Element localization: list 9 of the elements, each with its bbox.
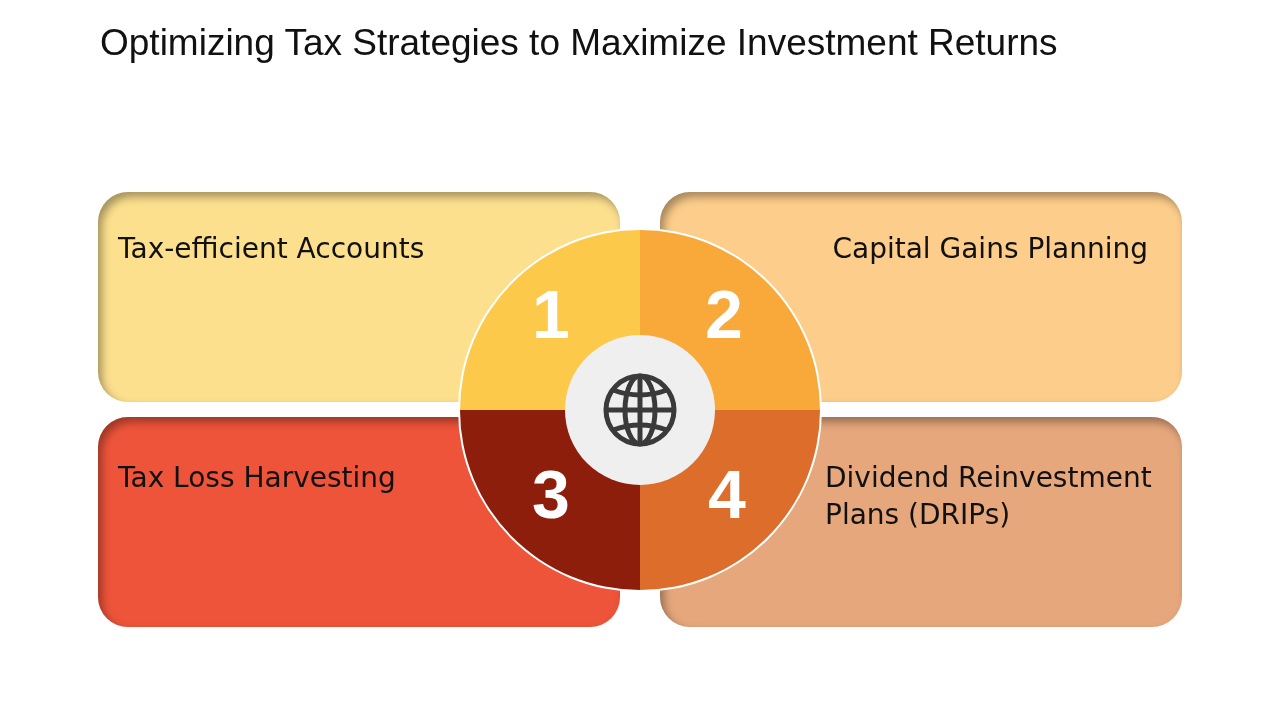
step-number: 3: [532, 455, 570, 533]
card-heading: Capital Gains Planning: [831, 231, 1148, 267]
step-number: 2: [705, 275, 743, 353]
card-heading: Tax-efficient Accounts: [118, 231, 426, 267]
card-heading: Dividend Reinvestment Plans (DRIPs): [825, 460, 1153, 533]
title: Optimizing Tax Strategies to Maximize Investment Returns: [100, 22, 1058, 64]
step-number: 4: [708, 455, 746, 533]
step-number: 1: [532, 275, 570, 353]
card-heading: Tax Loss Harvesting: [118, 460, 397, 496]
